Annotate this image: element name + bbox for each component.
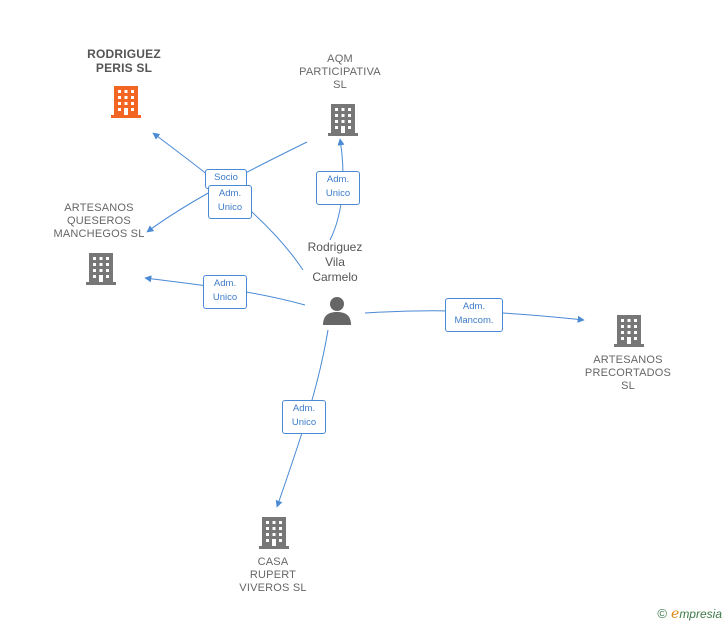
copyright-icon: © xyxy=(657,606,668,621)
building-icon[interactable] xyxy=(110,84,142,118)
node-label-center-person: Rodriguez Vila Carmelo xyxy=(307,240,363,284)
node-label-casa-rupert: CASA RUPERT VIVEROS SL xyxy=(239,556,307,594)
person-icon[interactable] xyxy=(321,295,353,325)
node-label-artesanos-queseros: ARTESANOS QUESEROS MANCHEGOS SL xyxy=(53,202,145,240)
node-label-artesanos-precortados: ARTESANOS PRECORTADOS SL xyxy=(584,354,672,392)
brand-logo: ©empresia xyxy=(657,606,722,622)
edge-label-adm-mancom[interactable]: Adm. Mancom. xyxy=(445,298,503,332)
building-icon[interactable] xyxy=(327,102,359,136)
building-icon[interactable] xyxy=(85,251,117,285)
edge-label-adm-unico[interactable]: Adm. Unico xyxy=(282,400,326,434)
edge-label-adm-unico[interactable]: Adm. Unico xyxy=(316,171,360,205)
edge-label-adm-unico[interactable]: Adm. Unico xyxy=(203,275,247,309)
edge-label-adm-unico[interactable]: Adm. Unico xyxy=(208,185,252,219)
node-label-rodriguez-peris: RODRIGUEZ PERIS SL xyxy=(87,47,161,75)
brand-name: mpresia xyxy=(679,607,722,621)
building-icon[interactable] xyxy=(613,313,645,347)
node-label-aqm: AQM PARTICIPATIVA SL xyxy=(299,53,381,91)
building-icon[interactable] xyxy=(258,515,290,549)
brand-e-letter: e xyxy=(671,606,680,622)
